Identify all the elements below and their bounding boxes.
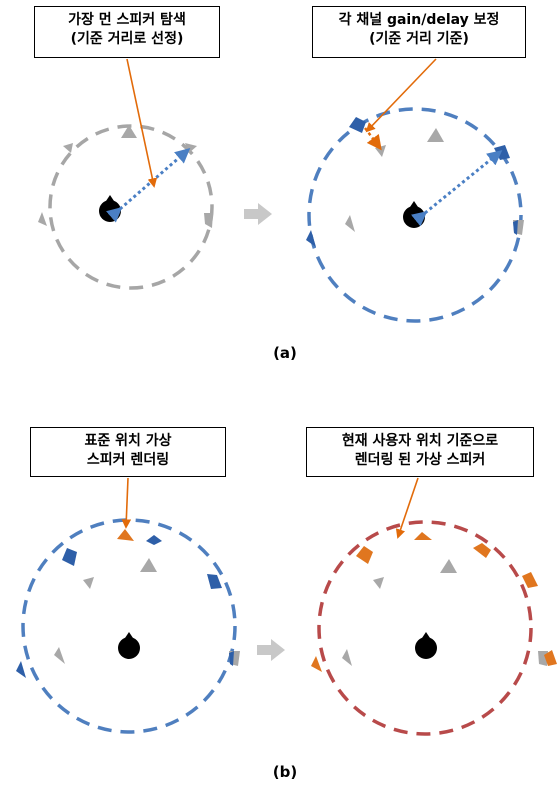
callout-gain-delay: 각 채널 gain/delay 보정 (기준 거리 기준): [312, 6, 526, 58]
distance-arrow: [410, 150, 503, 227]
speaker-icon: [54, 647, 65, 664]
speaker-icon: [342, 649, 352, 666]
speaker-icon: [306, 230, 316, 247]
speaker-icon: [414, 532, 432, 540]
callout-user-position-virtual-speaker: 현재 사용자 위치 기준으로 렌더링 된 가상 스피커: [306, 427, 534, 477]
callout-pointer: [395, 477, 419, 539]
callout-line-1: 표준 위치 가상: [84, 433, 172, 449]
speaker-icon: [356, 546, 373, 564]
speaker-icon: [544, 650, 557, 666]
speaker-icon: [207, 574, 222, 589]
speaker-icon: [146, 535, 162, 545]
listener-head-icon: [118, 632, 140, 659]
adjustment-arrow: [364, 127, 382, 151]
callout-pointer: [121, 477, 132, 529]
speaker-icon: [62, 548, 77, 566]
speaker-icon: [38, 212, 47, 226]
speaker-icon: [513, 220, 518, 235]
callout-line-2: (기준 거리 기준): [369, 31, 469, 47]
callout-pointer: [126, 58, 158, 188]
callout-line-1: 가장 먼 스피커 탐색: [68, 12, 186, 28]
speaker-icon: [427, 128, 444, 142]
speaker-icon: [494, 145, 510, 160]
process-arrow: [244, 203, 272, 225]
speaker-icon: [349, 117, 366, 133]
reference-circle-gray: [48, 124, 214, 290]
speaker-icon: [373, 577, 384, 589]
speaker-icon: [16, 661, 26, 678]
speaker-icon: [229, 651, 234, 666]
caption-b: (b): [272, 763, 298, 781]
distance-arrow: [106, 148, 191, 223]
callout-standard-virtual-speaker: 표준 위치 가상 스피커 렌더링: [30, 427, 226, 477]
speaker-icon: [440, 559, 457, 573]
listener-head-icon: [403, 201, 425, 228]
speaker-icon: [117, 529, 134, 541]
process-arrow: [257, 639, 285, 661]
listener-head-icon: [415, 632, 437, 659]
speaker-icon: [63, 143, 73, 153]
speaker-icon: [311, 656, 322, 672]
callout-line-2: (기준 거리로 선정): [70, 31, 184, 47]
speaker-icon: [140, 558, 157, 572]
callout-farthest-speaker: 가장 먼 스피커 탐색 (기준 거리로 선정): [34, 6, 220, 58]
speaker-icon: [121, 125, 137, 138]
speaker-icon: [345, 215, 355, 232]
callout-line-1: 각 채널 gain/delay 보정: [338, 12, 500, 28]
callout-line-2: 렌더링 된 가상 스피커: [354, 452, 486, 468]
listener-head-icon: [99, 195, 121, 222]
callout-line-1: 현재 사용자 위치 기준으로: [341, 433, 499, 449]
speaker-icon: [522, 572, 538, 588]
rendered-circle-red: [317, 520, 533, 736]
callout-line-2: 스피커 렌더링: [86, 452, 170, 468]
callout-pointer: [365, 58, 437, 133]
speaker-icon: [204, 213, 213, 228]
speaker-icon: [83, 577, 94, 589]
caption-a: (a): [273, 344, 297, 362]
speaker-icon: [473, 543, 491, 558]
standard-circle-blue: [21, 518, 237, 734]
reference-circle-blue: [307, 107, 523, 323]
